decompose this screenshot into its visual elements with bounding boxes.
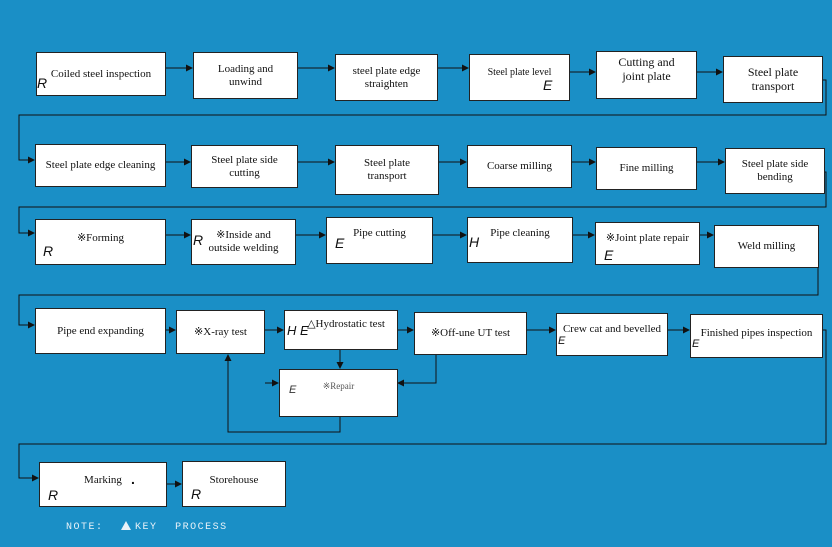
node-ut-test-label: ※Off-une UT test <box>430 327 511 340</box>
node-marking[interactable]: Marking <box>39 462 167 507</box>
node-side-cutting-label: Steel plate side cutting <box>211 153 278 179</box>
node-marking-label: Marking <box>84 474 122 487</box>
node-pipe-cleaning-label: Pipe cleaning <box>490 226 550 239</box>
node-coiled-inspection-label: Coiled steel inspection <box>50 67 152 80</box>
node-pipe-cutting[interactable]: Pipe cutting <box>326 217 433 264</box>
mark-plate-level: E <box>543 77 553 93</box>
node-edge-straighten-label-2: straighten <box>364 77 409 90</box>
node-weld-milling[interactable]: Weld milling <box>714 225 819 268</box>
note-key: KEY <box>135 522 158 533</box>
node-cutting-joint-label-2: joint plate <box>622 69 671 83</box>
node-plate-transport-1-label-1: Steel plate <box>747 64 799 79</box>
node-finished-inspection-label: Finished pipes inspection <box>700 326 813 339</box>
node-repair[interactable]: ※Repair <box>279 369 398 417</box>
mark-repair: E <box>289 384 297 396</box>
mark-forming: R <box>43 243 54 259</box>
node-end-expanding-label: Pipe end expanding <box>57 324 144 337</box>
node-finished-inspection[interactable]: Finished pipes inspection <box>690 314 823 358</box>
node-loading-unwind-label-1: Loading and <box>217 62 274 75</box>
node-xray-label: ※X-ray test <box>194 325 247 338</box>
node-ut-test[interactable]: ※Off-une UT test <box>414 312 527 355</box>
node-joint-repair[interactable]: ※Joint plate repair <box>595 222 700 265</box>
marking-dot: . <box>131 471 135 487</box>
mark-welding: R <box>193 232 204 248</box>
node-crew-cat[interactable]: Crew cat and bevelled <box>556 313 668 356</box>
node-joint-repair-label: ※Joint plate repair <box>605 232 690 245</box>
node-edge-cleaning-label: Steel plate edge cleaning <box>45 159 156 172</box>
arrow-wrap-2 <box>18 171 827 237</box>
node-side-bending-label-2: bending <box>757 171 793 183</box>
node-edge-straighten-label-1: steel plate edge <box>352 64 421 77</box>
note-process: PROCESS <box>175 522 228 533</box>
node-forming[interactable]: ※Forming <box>35 219 166 265</box>
node-welding-label-2: outside welding <box>208 242 279 254</box>
arrow-repair-return <box>224 354 341 433</box>
arrow-wrap-3 <box>18 250 819 329</box>
node-coiled-inspection[interactable]: Coiled steel inspection <box>36 52 166 96</box>
mark-storehouse: R <box>191 486 202 502</box>
node-hydrostatic-label: △Hydrostatic test <box>307 317 385 330</box>
node-plate-transport-1-label-2: transport <box>751 78 795 93</box>
mark-pipe-cleaning: H <box>469 234 480 250</box>
node-pipe-cleaning[interactable]: Pipe cleaning <box>467 217 573 263</box>
node-coarse-milling[interactable]: Coarse milling <box>467 145 572 188</box>
mark-coiled-inspection: R <box>37 75 48 91</box>
mark-marking: R <box>48 487 59 503</box>
node-crew-cat-label: Crew cat and bevelled <box>562 323 662 336</box>
mark-finished-inspection: E <box>692 338 700 350</box>
node-fine-milling[interactable]: Fine milling <box>596 147 697 190</box>
node-pipe-cutting-label: Pipe cutting <box>353 227 406 240</box>
note-label: NOTE: <box>66 522 104 533</box>
triangle-icon <box>121 521 132 530</box>
node-edge-cleaning[interactable]: Steel plate edge cleaning <box>35 144 166 187</box>
node-side-cutting[interactable]: Steel plate side cutting <box>191 145 298 188</box>
node-plate-transport-2-label-1: Steel plate <box>363 157 411 170</box>
node-hydrostatic[interactable]: △Hydrostatic test <box>284 310 398 350</box>
node-plate-level-label: Steel plate level <box>487 66 552 78</box>
node-storehouse[interactable]: Storehouse <box>182 461 286 507</box>
node-welding-label-1: ※Inside and <box>216 229 271 242</box>
node-coarse-milling-label: Coarse milling <box>486 160 553 173</box>
node-forming-label: ※Forming <box>76 231 125 244</box>
node-weld-milling-label: Weld milling <box>737 240 796 253</box>
arrow-wrap-1 <box>18 79 827 164</box>
mark-hydrostatic: H E <box>287 323 309 338</box>
node-fine-milling-label: Fine milling <box>619 162 674 175</box>
mark-crew-cat: E <box>558 335 566 347</box>
node-loading-unwind-label-2: unwind <box>228 75 262 88</box>
node-xray[interactable]: ※X-ray test <box>176 310 265 354</box>
arrow-ut-to-repair <box>397 355 437 387</box>
node-cutting-joint-label-1: Cutting and <box>618 55 675 70</box>
mark-joint-repair: E <box>604 247 614 263</box>
node-plate-transport-2-label-2: transport <box>367 170 407 182</box>
arrow-wrap-4 <box>18 329 827 482</box>
node-plate-level[interactable]: Steel plate level <box>469 54 570 101</box>
node-storehouse-label: Storehouse <box>209 473 259 486</box>
node-repair-label: ※Repair <box>322 380 355 391</box>
mark-pipe-cutting: E <box>335 235 345 251</box>
legend-note: NOTE: KEY PROCESS <box>66 521 238 533</box>
node-side-bending-label-1: Steel plate side <box>741 158 809 171</box>
node-end-expanding[interactable]: Pipe end expanding <box>35 308 166 354</box>
